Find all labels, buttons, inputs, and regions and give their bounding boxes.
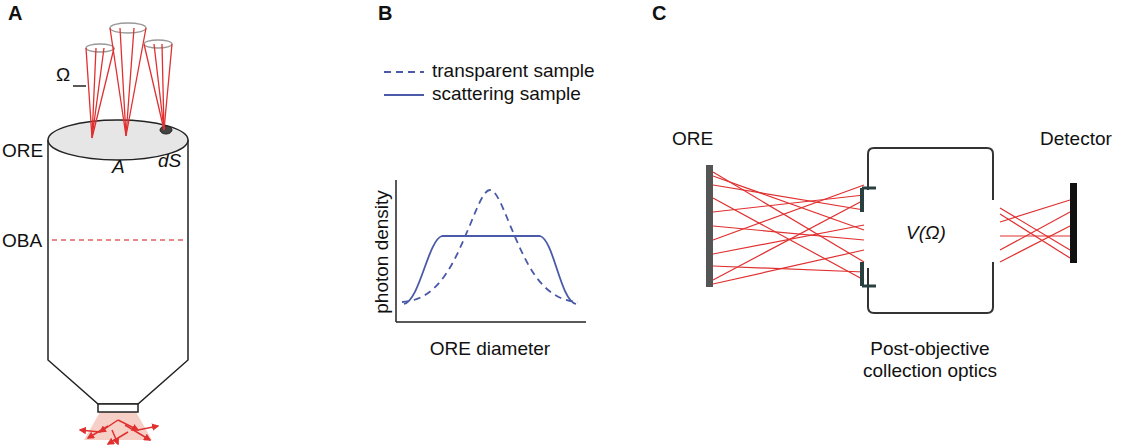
axis-label: ORE diameter (430, 338, 550, 360)
detector-plate (1070, 183, 1077, 263)
part-label: OBA (2, 230, 42, 252)
objective (48, 120, 188, 440)
part-label: ORE (672, 128, 713, 150)
omega-leader (73, 85, 86, 87)
legend-text: transparent sample (432, 60, 595, 82)
axis-label: photon density (371, 190, 393, 314)
part-label: ORE (2, 140, 43, 162)
light-cones (86, 23, 172, 138)
panel-letter: B (378, 2, 392, 25)
area-label: A (112, 156, 125, 178)
legend-text: scattering sample (432, 83, 581, 105)
ore-plate (706, 165, 713, 287)
legend-samples (384, 72, 424, 95)
scattering-arrows (80, 420, 158, 444)
solid-angle-label: Ω (56, 64, 70, 86)
chart-axes (396, 180, 586, 322)
part-label: Detector (1040, 128, 1112, 150)
transparent-curve (402, 190, 578, 302)
rays (713, 172, 1070, 284)
caption-label: Post-objective collection optics (862, 338, 998, 382)
collection-optics (862, 148, 993, 313)
scattering-curve (404, 236, 576, 304)
volume-label: V(Ω) (906, 222, 946, 244)
panel-letter: A (8, 2, 22, 25)
area-element-label: dS (158, 150, 181, 172)
panel-letter: C (652, 2, 666, 25)
